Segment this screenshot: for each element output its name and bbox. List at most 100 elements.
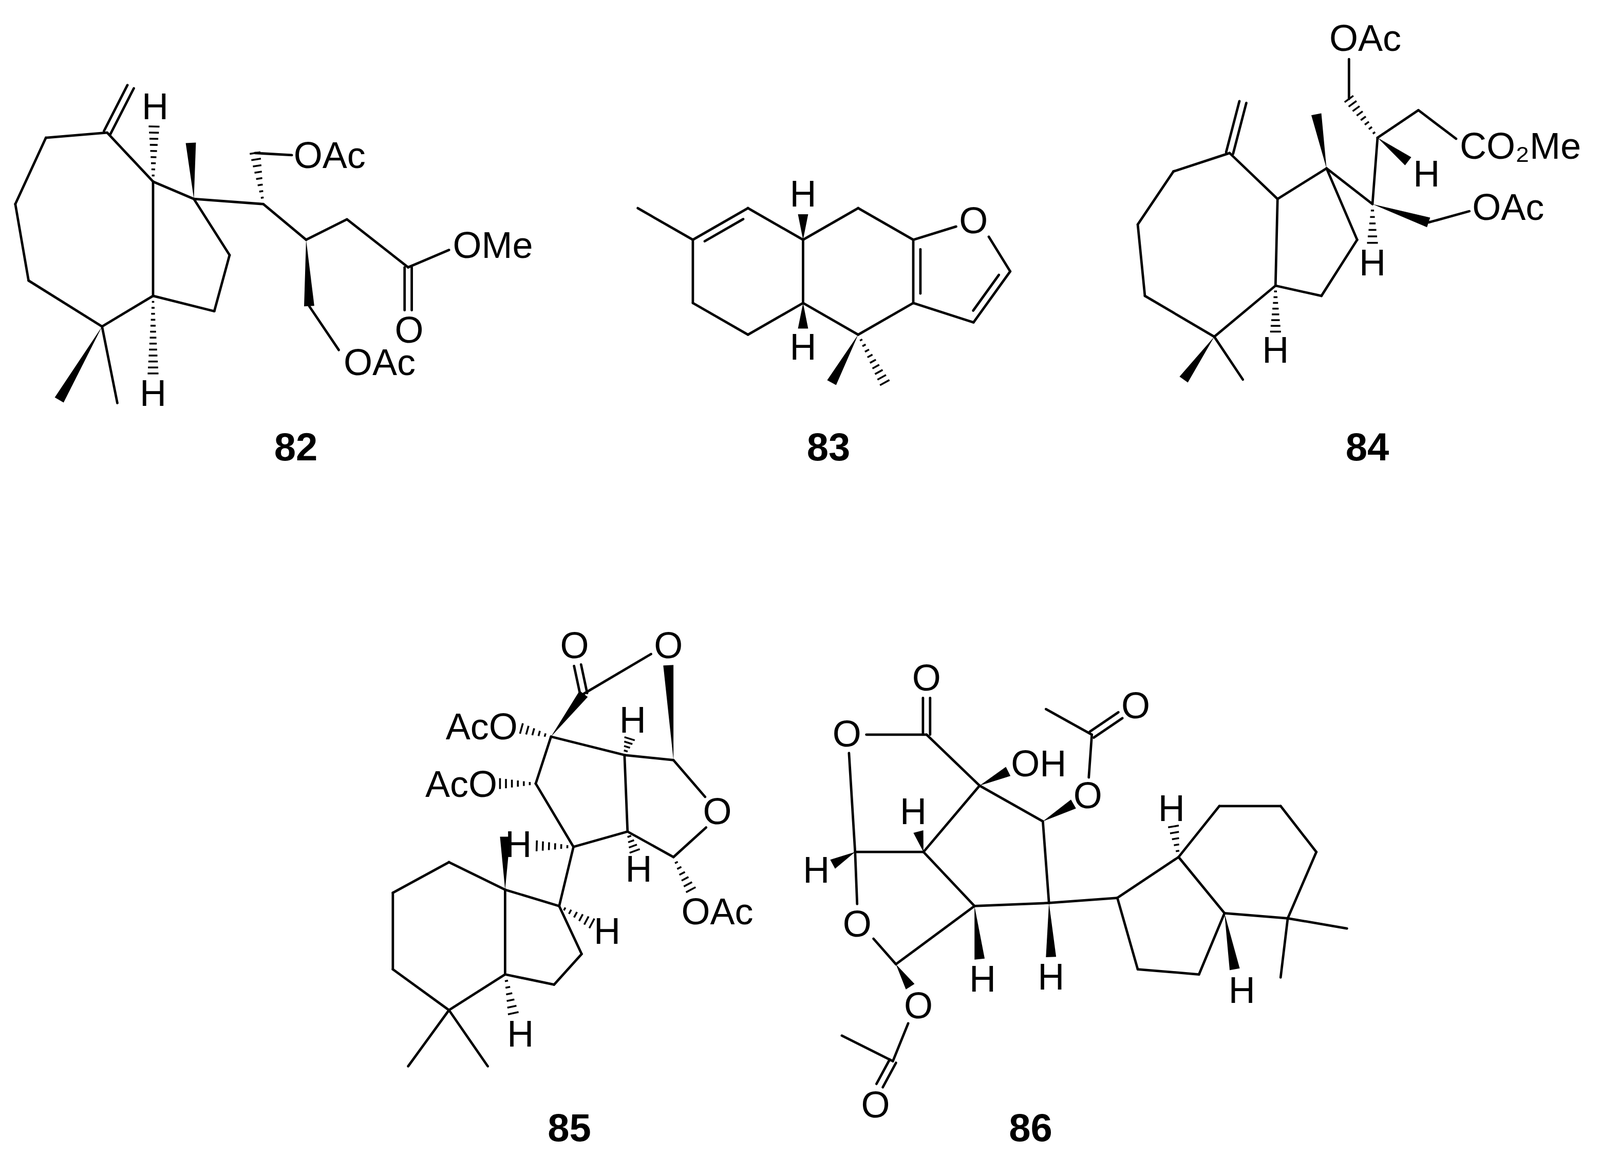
bond-line (1214, 336, 1244, 380)
hash-bond (152, 300, 155, 304)
hash-bond (1271, 318, 1280, 322)
atom-label: H (899, 792, 927, 830)
bond-line (1048, 897, 1118, 903)
hash-bond (149, 330, 156, 333)
hash-bond (1367, 235, 1378, 238)
hash-bond (624, 745, 631, 748)
hash-bond (1369, 216, 1375, 219)
hash-bond (563, 907, 566, 910)
bond-line (554, 953, 582, 985)
hash-bond (148, 131, 159, 134)
bond-line (988, 236, 1011, 272)
hash-bond (1372, 132, 1376, 134)
hash-bond (1272, 307, 1279, 310)
bond-line (392, 969, 449, 1010)
hash-bond (505, 992, 513, 994)
hash-bond (522, 781, 525, 786)
bond-line (573, 831, 628, 847)
atom-label: OAc (343, 343, 416, 381)
bond-line (979, 785, 1043, 822)
bond-line (923, 851, 975, 906)
bond-line (1045, 708, 1092, 735)
atom-label: O (1073, 776, 1103, 814)
bond-line (153, 295, 215, 312)
bond-line (858, 208, 914, 240)
hash-bond (686, 887, 696, 893)
bond-line (1137, 224, 1145, 296)
hash-bond (574, 911, 578, 918)
atom-label: H (969, 960, 996, 997)
wedge-bond (1042, 799, 1076, 821)
hash-bond (541, 841, 544, 851)
bond-line (408, 250, 449, 268)
hash-bond (862, 344, 866, 346)
hash-bond (1273, 296, 1278, 299)
hash-bond (538, 730, 540, 736)
bond-line (1178, 856, 1225, 913)
hash-bond (149, 143, 158, 146)
wedge-bond (304, 239, 315, 307)
wedge-bond (1311, 113, 1327, 169)
double-bond (410, 267, 413, 310)
bond-line (855, 850, 924, 854)
hash-bond (1271, 313, 1279, 316)
bond-line (448, 861, 505, 890)
bond-line (45, 132, 107, 138)
wedge-bond (1224, 912, 1240, 970)
bond-line (673, 759, 706, 797)
hash-bond (149, 137, 159, 140)
bond-line (1280, 805, 1317, 852)
wedge-bond (826, 334, 858, 385)
double-bond (882, 1062, 897, 1088)
bond-line (858, 303, 914, 335)
bond-line (1214, 285, 1276, 337)
bond-line (1287, 917, 1347, 929)
bond-line (346, 219, 408, 268)
atom-label: O (394, 311, 424, 349)
atom-label: H (789, 328, 817, 366)
hash-bond (579, 913, 583, 921)
hash-bond (499, 778, 502, 789)
bond-line (1377, 109, 1419, 138)
bond-line (1280, 917, 1288, 977)
hash-bond (554, 842, 557, 850)
hash-bond (627, 835, 632, 838)
bond-line (504, 889, 559, 907)
hash-bond (151, 312, 155, 315)
atom-label: H (504, 825, 532, 863)
double-bond (580, 664, 588, 693)
hash-bond (624, 741, 633, 744)
atom-label: OMe (453, 226, 534, 264)
bond-line (28, 280, 103, 327)
hash-bond (589, 918, 595, 929)
hash-bond (1368, 229, 1377, 232)
hash-bond (1175, 850, 1180, 852)
wedge-bond (798, 214, 809, 240)
bond-line (637, 208, 693, 240)
bond-line (1088, 734, 1093, 778)
double-bond (1094, 718, 1123, 738)
bond-line (102, 295, 154, 327)
hash-bond (151, 306, 155, 309)
hash-bond (507, 1011, 519, 1014)
double-bond (912, 239, 915, 304)
bond-line (923, 785, 980, 852)
bond-line (391, 892, 394, 970)
bond-line (1347, 59, 1351, 99)
wedge-bond (1377, 137, 1412, 166)
bond-line (193, 198, 263, 204)
hash-bond (569, 909, 572, 914)
bond-line (153, 181, 194, 199)
compound-number: 84 (1345, 427, 1390, 467)
double-bond (928, 697, 932, 734)
hash-bond (859, 339, 863, 341)
bond-line (1418, 109, 1457, 139)
hash-bond (1172, 837, 1180, 839)
double-bond (973, 274, 1000, 311)
bond-line (535, 783, 574, 847)
atom-label: H (1262, 331, 1289, 369)
hash-bond (1356, 111, 1363, 117)
bond-line (15, 137, 47, 204)
double-bond (103, 85, 128, 131)
